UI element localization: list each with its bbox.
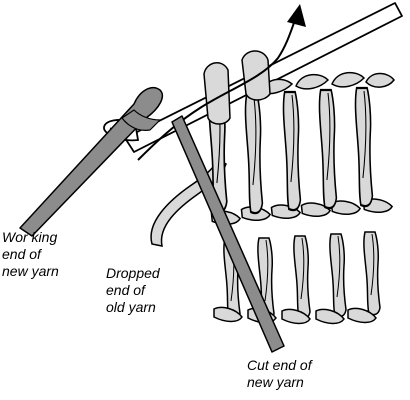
label-working-line-2: end of [2,246,41,262]
label-dropped-line-3: old yarn [106,299,156,315]
up-arrow-icon [287,4,306,27]
label-working-line-1: Wor king [2,229,58,245]
upper-stitch-row [207,86,374,215]
yarn-over-path [137,19,296,161]
label-working-line-3: new yarn [2,263,59,279]
label-working-end: Wor king end of new yarn [2,229,59,280]
label-dropped-line-1: Dropped [106,265,160,281]
working-new-yarn-strand [19,86,164,237]
label-dropped-line-2: end of [106,282,145,298]
cut-new-yarn-strand [171,115,285,353]
label-cut-line-2: new yarn [247,374,304,390]
label-dropped-end: Dropped end of old yarn [106,265,160,316]
label-cut-end: Cut end of new yarn [247,357,312,391]
label-cut-line-1: Cut end of [247,357,312,373]
